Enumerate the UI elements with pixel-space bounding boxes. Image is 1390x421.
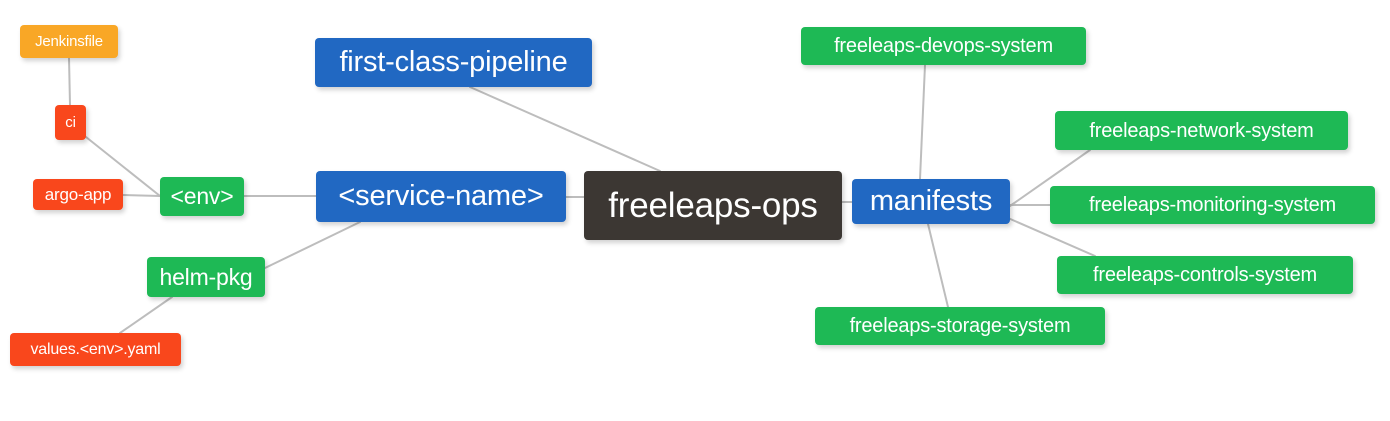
mindmap-node-network-system[interactable]: freeleaps-network-system: [1055, 111, 1348, 150]
mindmap-node-freeleaps-ops[interactable]: freeleaps-ops: [584, 171, 842, 240]
mindmap-node-manifests[interactable]: manifests: [852, 179, 1010, 224]
mindmap-node-service-name[interactable]: <service-name>: [316, 171, 566, 222]
mindmap-node-label: freeleaps-devops-system: [834, 35, 1053, 57]
mindmap-node-label: <service-name>: [338, 180, 544, 212]
edge-manifests-to-devops-system: [919, 64, 926, 180]
mindmap-node-jenkinsfile[interactable]: Jenkinsfile: [20, 25, 118, 58]
edge-first-class-pipeline-to-freeleaps-ops: [469, 86, 661, 172]
mindmap-node-label: argo-app: [44, 185, 112, 204]
mindmap-node-label: freeleaps-network-system: [1089, 119, 1314, 142]
edge-jenkinsfile-to-ci: [68, 57, 71, 106]
mindmap-node-helm-pkg[interactable]: helm-pkg: [147, 257, 265, 297]
edge-manifests-to-controls-system: [1007, 217, 1096, 257]
mindmap-node-label: manifests: [869, 185, 993, 217]
mindmap-node-label: first-class-pipeline: [339, 46, 568, 78]
edge-manifests-to-storage-system: [927, 223, 949, 308]
mindmap-node-label: freeleaps-monitoring-system: [1089, 194, 1336, 216]
edge-ci-to-env: [85, 136, 161, 197]
edge-values-yaml-to-helm-pkg: [119, 296, 173, 334]
edge-manifests-to-network-system: [1009, 149, 1091, 207]
mindmap-node-first-class-pipeline[interactable]: first-class-pipeline: [315, 38, 592, 87]
mindmap-node-label: freeleaps-storage-system: [849, 315, 1071, 337]
mindmap-node-label: ci: [65, 114, 76, 131]
edge-helm-pkg-to-service-name: [264, 221, 361, 269]
mindmap-node-ci[interactable]: ci: [55, 105, 86, 140]
mindmap-node-values-yaml[interactable]: values.<env>.yaml: [10, 333, 181, 366]
mindmap-node-env[interactable]: <env>: [160, 177, 244, 216]
mindmap-node-controls-system[interactable]: freeleaps-controls-system: [1057, 256, 1353, 294]
mindmap-node-monitoring-system[interactable]: freeleaps-monitoring-system: [1050, 186, 1375, 224]
mindmap-node-label: freeleaps-ops: [608, 186, 818, 225]
mindmap-node-label: freeleaps-controls-system: [1093, 264, 1317, 286]
edge-argo-app-to-env: [122, 194, 161, 197]
mindmap-node-label: helm-pkg: [159, 263, 253, 290]
mindmap-node-argo-app[interactable]: argo-app: [33, 179, 123, 210]
mindmap-node-storage-system[interactable]: freeleaps-storage-system: [815, 307, 1105, 345]
mindmap-node-label: values.<env>.yaml: [30, 340, 161, 358]
mindmap-node-devops-system[interactable]: freeleaps-devops-system: [801, 27, 1086, 65]
mindmap-node-label: <env>: [170, 183, 234, 209]
mindmap-node-label: Jenkinsfile: [35, 33, 103, 50]
